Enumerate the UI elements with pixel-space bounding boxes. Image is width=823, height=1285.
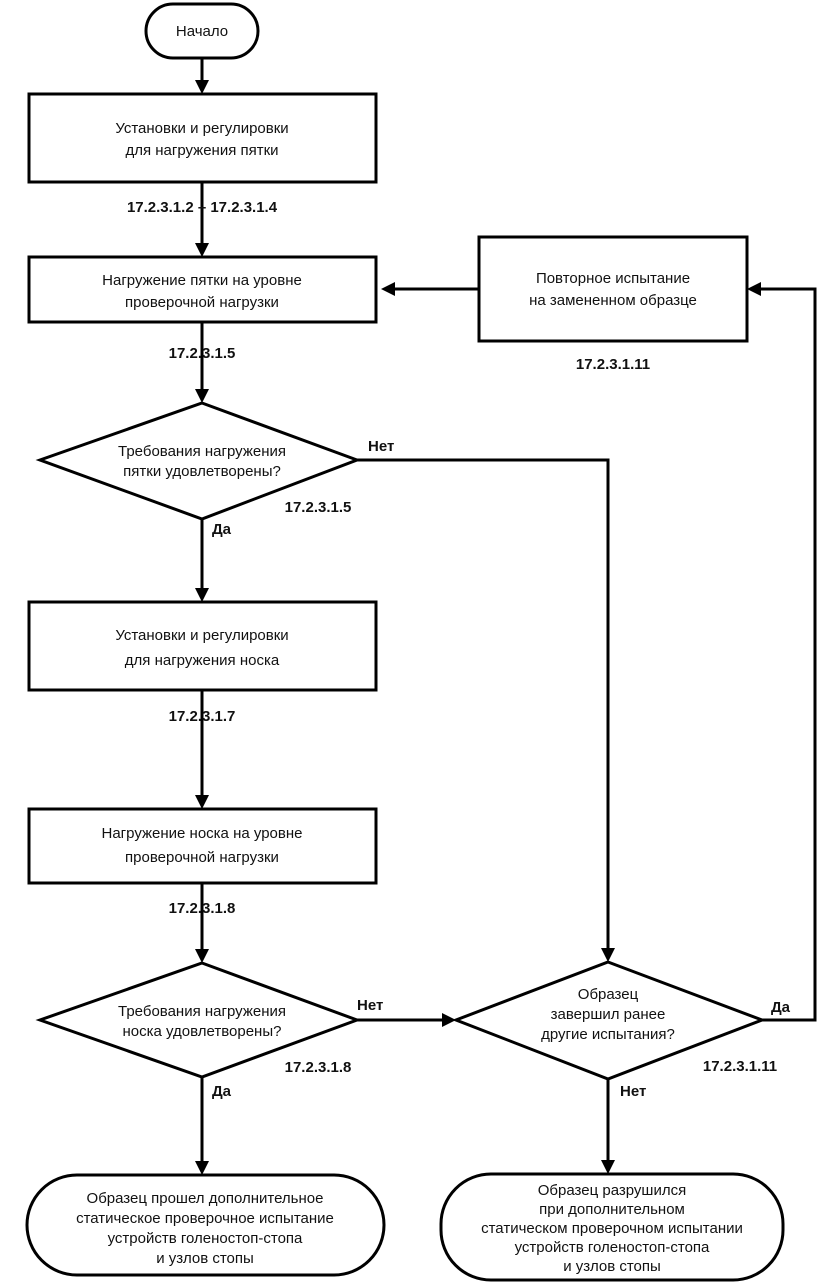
arrowhead	[601, 948, 615, 962]
end-fail-line-2: при дополнительном	[539, 1201, 685, 1218]
prior-check-ref: 17.2.3.1.11	[703, 1058, 777, 1075]
heel-check-ref: 17.2.3.1.5	[285, 499, 352, 516]
arrowhead	[195, 795, 209, 809]
toe-check-line-1: Требования нагружения	[118, 1003, 286, 1020]
toe-load-line-2: проверочной нагрузки	[125, 849, 279, 866]
arrowhead	[747, 282, 761, 296]
arrowhead	[195, 243, 209, 257]
heel-check-yes-label: Да	[212, 521, 232, 538]
heel-load-line-2: проверочной нагрузки	[125, 294, 279, 311]
toe-load-ref: 17.2.3.1.8	[169, 900, 236, 917]
arrowhead	[195, 389, 209, 403]
toe-check-decision: Требования нагружения носка удовлетворен…	[35, 961, 362, 1079]
end-fail-line-5: и узлов стопы	[563, 1258, 661, 1275]
heel-setup-node: Установки и регулировки для нагружения п…	[27, 92, 378, 184]
end-pass-line-1: Образец прошел дополнительное	[87, 1190, 324, 1207]
retest-line-1: Повторное испытание	[536, 270, 690, 287]
start-node: Начало	[144, 2, 260, 60]
toe-setup-line-1: Установки и регулировки	[115, 627, 288, 644]
prior-check-no-label: Нет	[620, 1083, 646, 1100]
heel-check-decision: Требования нагружения пятки удовлетворен…	[35, 401, 362, 521]
heel-load-ref: 17.2.3.1.5	[169, 345, 236, 362]
edge-prior-check-yes-to-retest	[757, 287, 817, 1022]
end-fail-line-3: статическом проверочном испытании	[481, 1220, 743, 1237]
heel-check-no-label: Нет	[368, 438, 394, 455]
heel-setup-ref: 17.2.3.1.2 – 17.2.3.1.4	[127, 199, 278, 216]
arrowhead	[381, 282, 395, 296]
end-pass-line-3: устройств голеностоп-стопа	[108, 1230, 303, 1247]
toe-check-ref: 17.2.3.1.8	[285, 1059, 352, 1076]
arrowhead	[195, 588, 209, 602]
heel-load-line-1: Нагружение пятки на уровне	[102, 272, 302, 289]
toe-setup-ref: 17.2.3.1.7	[169, 708, 236, 725]
arrowhead	[195, 1161, 209, 1175]
toe-check-yes-label: Да	[212, 1083, 232, 1100]
prior-check-decision: Образец завершил ранее другие испытания?	[451, 960, 767, 1081]
arrowhead	[195, 949, 209, 963]
heel-load-node: Нагружение пятки на уровне проверочной н…	[27, 255, 378, 324]
edge-heel-check-no-to-prior-check	[357, 458, 610, 952]
prior-check-line-2: завершил ранее	[551, 1006, 666, 1023]
prior-check-line-1: Образец	[578, 986, 639, 1003]
end-fail-line-4: устройств голеностоп-стопа	[515, 1239, 710, 1256]
start-label: Начало	[176, 23, 228, 40]
prior-check-yes-label: Да	[771, 999, 791, 1016]
toe-setup-node: Установки и регулировки для нагружения н…	[27, 600, 378, 692]
connectors	[195, 58, 817, 1175]
toe-check-no-label: Нет	[357, 997, 383, 1014]
toe-load-node: Нагружение носка на уровне проверочной н…	[27, 807, 378, 885]
end-pass-node: Образец прошел дополнительное статическо…	[25, 1173, 386, 1277]
retest-node: Повторное испытание на замененном образц…	[477, 235, 749, 343]
arrowhead	[195, 80, 209, 94]
toe-check-line-2: носка удовлетворены?	[123, 1023, 282, 1040]
toe-load-line-1: Нагружение носка на уровне	[102, 825, 303, 842]
retest-line-2: на замененном образце	[529, 292, 697, 309]
end-pass-line-2: статическое проверочное испытание	[76, 1210, 334, 1227]
end-fail-node: Образец разрушился при дополнительном ст…	[439, 1172, 785, 1282]
retest-ref: 17.2.3.1.11	[576, 356, 650, 373]
heel-check-line-1: Требования нагружения	[118, 443, 286, 460]
prior-check-line-3: другие испытания?	[541, 1026, 675, 1043]
toe-setup-line-2: для нагружения носка	[125, 652, 280, 669]
heel-check-line-2: пятки удовлетворены?	[123, 463, 281, 480]
end-fail-line-1: Образец разрушился	[538, 1182, 686, 1199]
arrowhead	[442, 1013, 456, 1027]
arrowhead	[601, 1160, 615, 1174]
heel-setup-line-2: для нагружения пятки	[125, 142, 278, 159]
end-pass-line-4: и узлов стопы	[156, 1250, 254, 1267]
heel-setup-line-1: Установки и регулировки	[115, 120, 288, 137]
